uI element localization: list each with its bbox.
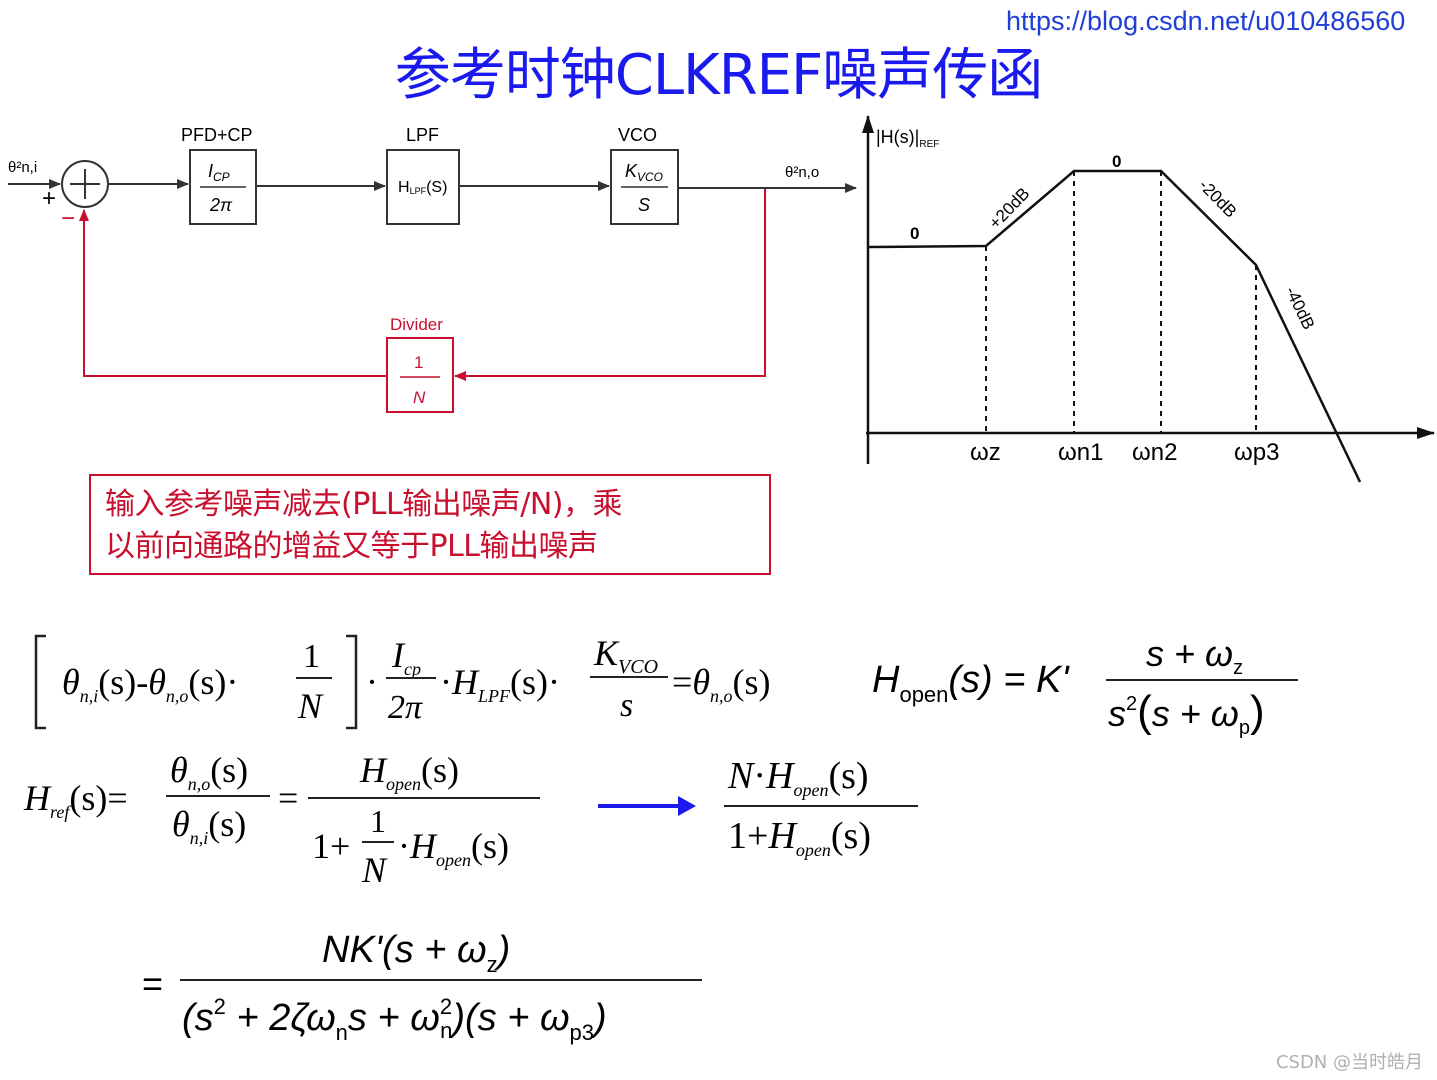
svg-text:θn,i(s)-θn,o(s)·: θn,i(s)-θn,o(s)·	[62, 662, 238, 706]
x-label-wz: ωz	[970, 439, 1001, 466]
bode-magnitude-plot: |H(s)|REF 0 +20dB 0 -20dB -40dB ωz ωn1 ω…	[862, 115, 1435, 483]
output-noise-label: θ²n,o	[785, 164, 819, 181]
pll-block-diagram: θ²n,i + − PFD+CP ICP 2π LPF HLPF(S) VCO …	[8, 125, 857, 413]
svg-text:θn,o(s): θn,o(s)	[170, 750, 248, 794]
explanation-line-2: 以前向通路的增益又等于PLL输出噪声	[105, 529, 598, 564]
equations-area: θn,i(s)-θn,o(s)· 1 N · Icp 2π ·HLPF(s)· …	[23, 633, 1298, 1045]
open-loop-equation: Hopen(s) = K' s + ωz s2(s + ωp)	[872, 633, 1298, 739]
x-label-wn2: ωn2	[1132, 439, 1177, 466]
minus-sign: −	[61, 205, 75, 232]
svg-text:2π: 2π	[388, 689, 423, 726]
lpf-title: LPF	[406, 125, 439, 145]
svg-text:s: s	[620, 687, 633, 724]
lpf-transfer: HLPF(S)	[398, 179, 447, 196]
svg-text:1: 1	[303, 638, 320, 675]
svg-text:1+Hopen(s): 1+Hopen(s)	[728, 815, 871, 860]
svg-text:·Hopen(s): ·Hopen(s)	[398, 826, 509, 870]
source-url-watermark[interactable]: https://blog.csdn.net/u010486560	[1006, 6, 1406, 36]
vco-title: VCO	[618, 125, 657, 145]
summing-junction	[61, 160, 109, 208]
slope-label-flat-low: 0	[910, 224, 919, 243]
svg-text:N·Hopen(s): N·Hopen(s)	[727, 755, 869, 800]
href-simplified: N·Hopen(s) 1+Hopen(s)	[724, 755, 918, 860]
vco-numerator: KVCO	[625, 161, 663, 184]
svg-text:·: ·	[366, 662, 378, 702]
pfd-cp-numerator: ICP	[208, 161, 230, 184]
svg-text:·HLPF(s)·: ·HLPF(s)·	[440, 662, 560, 706]
svg-text:1: 1	[370, 803, 386, 839]
svg-text:s2(s + ωp): s2(s + ωp)	[1108, 687, 1265, 739]
href-equation: Href(s)= θn,o(s) θn,i(s) = Hopen(s) 1+ 1…	[23, 750, 540, 890]
pfd-cp-title: PFD+CP	[181, 125, 253, 145]
slide-title: 参考时钟CLKREF噪声传函	[394, 43, 1044, 108]
explanation-box: 输入参考噪声减去(PLL输出噪声/N)，乘 以前向通路的增益又等于PLL输出噪声	[89, 474, 771, 575]
divider-title: Divider	[390, 315, 443, 334]
svg-text:s + ωz: s + ωz	[1146, 633, 1243, 679]
slope-label-minus40: -40dB	[1281, 283, 1318, 332]
explanation-line-1: 输入参考噪声减去(PLL输出噪声/N)，乘	[105, 487, 622, 522]
divider-denominator: N	[413, 388, 426, 407]
slope-label-flat-mid: 0	[1112, 152, 1121, 171]
svg-text:=: =	[142, 963, 163, 1004]
svg-text:=θn,o(s): =θn,o(s)	[672, 662, 771, 706]
input-noise-label: θ²n,i	[8, 159, 37, 176]
svg-text:Icp: Icp	[391, 635, 421, 679]
pfd-cp-denominator: 2π	[209, 195, 233, 215]
svg-text:N: N	[297, 686, 324, 726]
x-label-wp3: ωp3	[1234, 439, 1279, 466]
svg-text:N: N	[361, 850, 388, 890]
svg-text:(s2 + 2ζωns + ω2n)(s + ωp3): (s2 + 2ζωns + ω2n)(s + ωp3)	[182, 994, 607, 1045]
vco-denominator: S	[638, 195, 650, 215]
divider-numerator: 1	[414, 353, 423, 372]
svg-text:=: =	[278, 778, 298, 818]
divider-block	[386, 337, 454, 413]
slope-label-minus20: -20dB	[1195, 176, 1240, 222]
svg-text:θn,i(s): θn,i(s)	[172, 804, 246, 848]
svg-text:KVCO: KVCO	[593, 633, 658, 678]
svg-text:Hopen(s) = K': Hopen(s) = K'	[872, 659, 1070, 707]
plus-sign: +	[42, 185, 56, 212]
x-label-wn1: ωn1	[1058, 439, 1103, 466]
y-axis-label: |H(s)|REF	[876, 127, 939, 150]
svg-text:NK'(s + ωz): NK'(s + ωz)	[322, 929, 510, 977]
csdn-credit-watermark: CSDN @当时皓月	[1275, 1052, 1423, 1073]
magnitude-curve	[867, 169, 1362, 483]
svg-text:Hopen(s): Hopen(s)	[359, 750, 459, 794]
loop-equation: θn,i(s)-θn,o(s)· 1 N · Icp 2π ·HLPF(s)· …	[34, 633, 771, 730]
svg-text:Href(s)=: Href(s)=	[23, 778, 128, 822]
svg-text:1+: 1+	[312, 826, 350, 866]
